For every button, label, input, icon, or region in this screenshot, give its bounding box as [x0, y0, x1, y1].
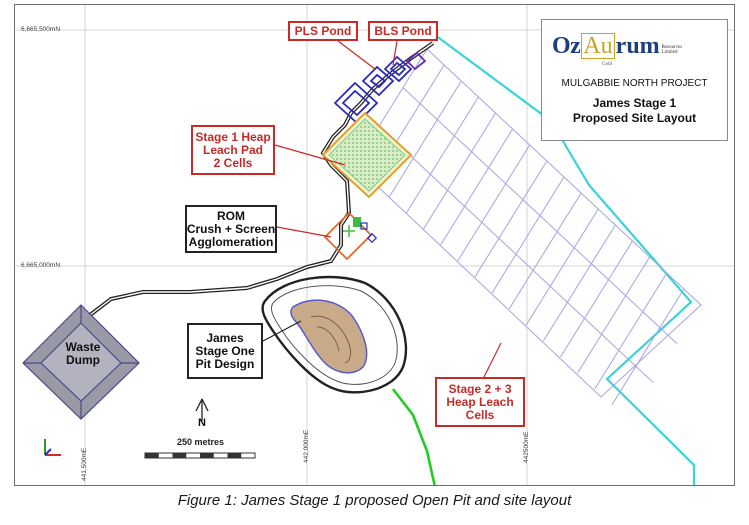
rom-label: ROM Crush + Screen Agglomeration [185, 205, 277, 253]
scale-bar-label: 250 metres [177, 437, 225, 447]
waste-dump-label: Waste Dump [65, 340, 101, 367]
heap-leach-cells-grid [354, 48, 702, 406]
pit-ramp-inner [270, 285, 398, 385]
project-name: MULGABBIE NORTH PROJECT [561, 78, 708, 89]
pls-pond-label: PLS Pond [288, 21, 358, 41]
rom-area [323, 211, 378, 261]
logo-gold-text: Gold [602, 62, 612, 67]
north-coord-mid: 6,665,000mN [21, 262, 61, 269]
leader-lines [274, 40, 502, 386]
north-arrow-shape [195, 398, 209, 421]
stage1-heap-pad [321, 111, 413, 199]
pit-shell [290, 299, 368, 374]
stage23-label: Stage 2 + 3 Heap Leach Cells [435, 377, 525, 427]
waste-dump-shape [22, 304, 140, 420]
ponds [333, 51, 427, 125]
scale-bar-shape [144, 452, 256, 459]
james-pit-label: James Stage One Pit Design [187, 323, 263, 379]
site-layout-map: 6,665,500mN 6,665,000mN 441,500mE 442,00… [14, 4, 735, 486]
bls-pond-label: BLS Pond [368, 21, 438, 41]
haul-road-south [391, 388, 436, 485]
haul-road [88, 41, 435, 317]
title-block: Oz Au rum Resources Limited Gold MULGABB… [541, 19, 728, 141]
axis-indicator [44, 439, 61, 456]
figure-caption: Figure 1: James Stage 1 proposed Open Pi… [177, 492, 572, 509]
east-coord-right: 442500mE [523, 431, 530, 463]
east-coord-mid: 442,000mE [303, 429, 310, 463]
north-coord-top: 6,665,500mN [21, 26, 61, 33]
north-arrow-label: N [198, 417, 206, 429]
stage1-heap-label: Stage 1 Heap Leach Pad 2 Cells [191, 125, 275, 175]
east-coord-left: 441,500mE [81, 447, 88, 481]
layout-title: James Stage 1 Proposed Site Layout [572, 96, 697, 125]
ozaurum-logo: Oz Au rum Resources Limited [552, 32, 683, 59]
haul-road-inner [89, 42, 434, 316]
pit-ramp [261, 275, 408, 394]
